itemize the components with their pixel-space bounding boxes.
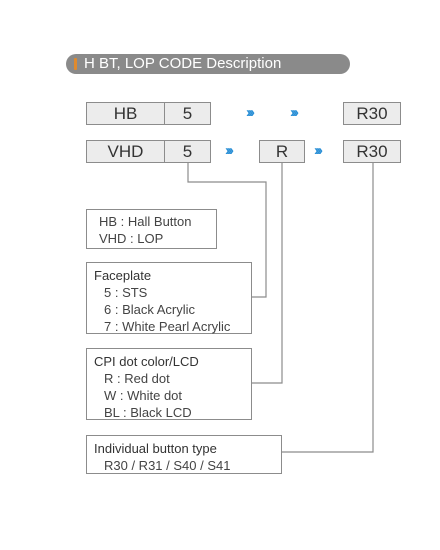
legend-line-vhd: VHD : LOP — [99, 231, 164, 246]
title-accent-mark — [74, 58, 77, 70]
section-title-bar: H BT, LOP CODE Description — [66, 54, 350, 74]
legend-line-hb: HB : Hall Button — [99, 214, 192, 229]
arrow-chevron-icon: ››› — [225, 142, 234, 159]
cpi-box: CPI dot color/LCD R : Red dot W : White … — [86, 348, 252, 420]
code-box-hb: HB — [86, 102, 165, 125]
code-box-cpi-row2: R — [259, 140, 305, 163]
connector-cpi — [252, 163, 283, 384]
section-title: H BT, LOP CODE Description — [84, 55, 282, 72]
cpi-option: R : Red dot — [104, 371, 170, 386]
connector-faceplate — [187, 163, 267, 298]
faceplate-option: 5 : STS — [104, 285, 148, 300]
code-box-vhd: VHD — [86, 140, 165, 163]
button-type-options: R30 / R31 / S40 / S41 — [104, 458, 231, 473]
code-box-button-row2: R30 — [343, 140, 401, 163]
legend-box: HB : Hall Button VHD : LOP — [86, 209, 217, 249]
cpi-option: W : White dot — [104, 388, 183, 403]
faceplate-header: Faceplate — [94, 268, 152, 283]
button-type-box: Individual button type R30 / R31 / S40 /… — [86, 435, 282, 474]
code-box-button-row1: R30 — [343, 102, 401, 125]
arrow-chevron-icon: ››› — [246, 104, 255, 121]
arrow-chevron-icon: ››› — [314, 142, 323, 159]
faceplate-box: Faceplate 5 : STS 6 : Black Acrylic 7 : … — [86, 262, 252, 334]
code-box-faceplate-row1: 5 — [164, 102, 211, 125]
faceplate-option: 6 : Black Acrylic — [104, 302, 196, 317]
cpi-option: BL : Black LCD — [104, 405, 192, 420]
arrow-chevron-icon: ››› — [290, 104, 299, 121]
cpi-header: CPI dot color/LCD — [94, 354, 199, 369]
faceplate-option: 7 : White Pearl Acrylic — [104, 319, 231, 334]
button-type-header: Individual button type — [94, 441, 217, 456]
code-box-faceplate-row2: 5 — [164, 140, 211, 163]
connector-button — [282, 163, 374, 453]
